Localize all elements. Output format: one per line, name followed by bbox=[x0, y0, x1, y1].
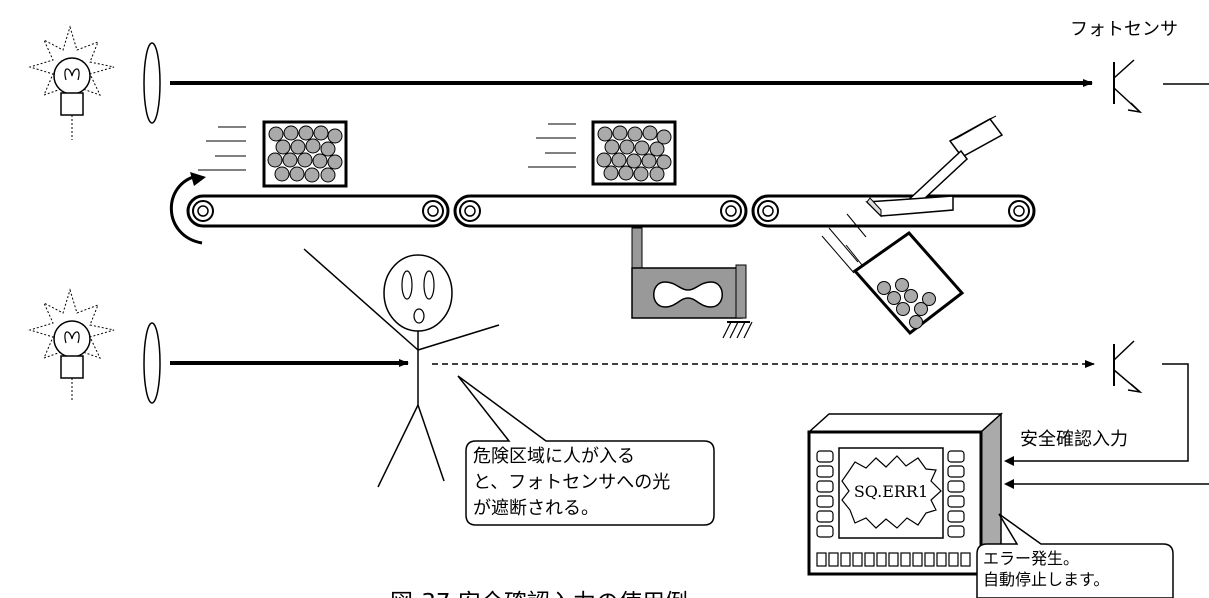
product-box bbox=[591, 120, 677, 186]
error-callout-bubble bbox=[976, 513, 1174, 598]
falling-box bbox=[852, 231, 965, 336]
arrowhead-icon bbox=[1004, 479, 1014, 489]
lens-icon bbox=[143, 42, 161, 124]
light-bulb-icon bbox=[28, 25, 115, 140]
motion-lines bbox=[821, 213, 867, 274]
safety-input-label: 安全確認入力 bbox=[1020, 429, 1128, 450]
person-figure bbox=[303, 248, 500, 488]
conveyor-belt bbox=[453, 194, 748, 228]
motion-lines bbox=[528, 123, 576, 168]
pusher-arm-icon bbox=[865, 115, 1004, 218]
danger-callout-bubble bbox=[457, 375, 715, 526]
product-box bbox=[262, 120, 348, 188]
photosensor-label: フォトセンサ bbox=[1070, 19, 1178, 40]
light-bulb-icon bbox=[28, 288, 115, 402]
controller-unit bbox=[807, 412, 1003, 576]
danger-callout-text: 危険区域に人が入る と、フォトセンサへの光 が遮断される。 bbox=[473, 446, 671, 519]
rotation-arrow-icon bbox=[169, 172, 206, 245]
error-display: SQ.ERR1 bbox=[854, 482, 928, 501]
arrowhead-icon bbox=[1004, 456, 1014, 466]
figure-caption: 図-37 安全確認入力の使用例 bbox=[390, 590, 688, 598]
photosensor-icon bbox=[1113, 59, 1209, 114]
error-callout-text: エラー発生。 自動停止します。 bbox=[983, 549, 1110, 589]
motion-lines bbox=[198, 126, 246, 171]
load-cell-icon bbox=[631, 227, 753, 339]
photosensor-icon bbox=[1113, 340, 1143, 394]
lens-icon bbox=[143, 322, 161, 404]
signal-wire bbox=[1010, 363, 1209, 485]
conveyor-belt bbox=[186, 194, 450, 228]
